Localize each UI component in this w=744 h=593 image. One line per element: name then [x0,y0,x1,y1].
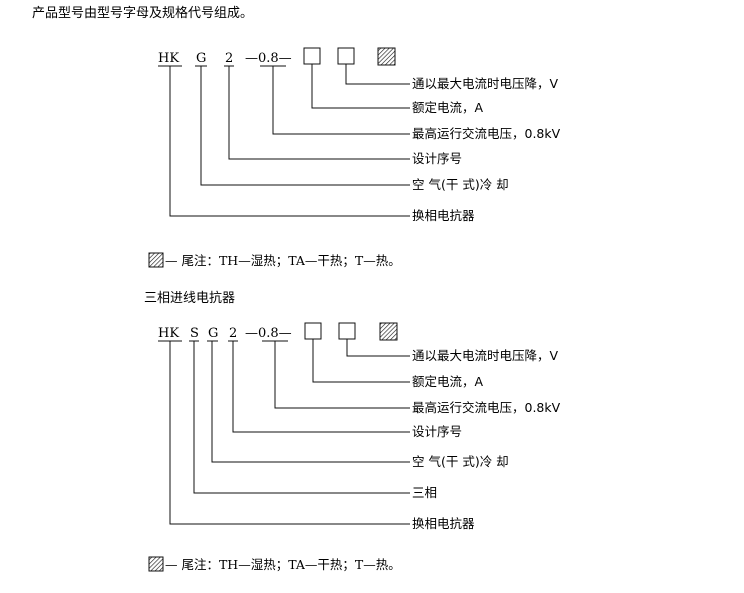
diagram-three-phase-input-reactor: HK S G 2 —0.8— 通以最大电流时电压降，V 额定电流，A 最高运行交… [148,322,561,572]
box-voltage-drop [338,322,356,340]
leader-voltage-drop [346,339,410,357]
intro-text: 产品型号由型号字母及规格代号组成。 [32,5,253,21]
note-suffix: — 尾注：TH—湿热；TA—干热；T—热。 [165,253,401,268]
hatched-suffix-box [379,322,398,341]
code-series: 2 [229,326,237,341]
code-voltage: —0.8— [245,51,292,66]
leader-air-cooling [211,341,410,463]
code-series: 2 [225,51,233,66]
leader-design-number [228,66,410,160]
label-air-cooling: 空 气(干 式)冷 却 [412,177,509,192]
box-voltage-drop [337,47,355,65]
code-voltage: —0.8— [245,326,292,341]
label-max-voltage: 最高运行交流电压，0.8kV [412,400,561,415]
code-g: G [196,51,206,66]
note-hatch-swatch [148,556,164,572]
label-changeover-reactor: 换相电抗器 [412,208,475,223]
label-design-number: 设计序号 [412,151,462,166]
leader-voltage-drop [345,64,410,85]
label-design-number: 设计序号 [412,424,462,439]
leader-max-voltage [274,341,410,409]
note-hatch-swatch [148,252,164,268]
label-rated-current: 额定电流，A [412,374,484,389]
label-changeover-reactor: 换相电抗器 [412,516,475,531]
leader-changeover-reactor [169,341,410,525]
leader-three-phase [193,341,410,494]
note-suffix: — 尾注：TH—湿热；TA—干热；T—热。 [165,557,401,572]
code-hk: HK [158,326,179,341]
leader-rated-current [312,339,410,383]
label-voltage-drop: 通以最大电流时电压降，V [412,76,559,91]
label-rated-current: 额定电流，A [412,100,484,115]
code-s: S [190,326,199,341]
label-air-cooling: 空 气(干 式)冷 却 [412,454,509,469]
leader-changeover-reactor [169,66,410,217]
box-rated-current [304,322,322,340]
label-three-phase: 三相 [412,485,437,500]
diagram-changeover-reactor: HK G 2 —0.8— 通以最大电流时电压降，V 额定电流，A 最高运行交流电… [148,47,561,268]
leader-max-voltage [272,66,410,135]
hatched-suffix-box [377,47,396,66]
leader-rated-current [311,64,410,109]
leader-design-number [232,341,410,433]
code-hk: HK [158,51,179,66]
box-rated-current [303,47,321,65]
section-title-three-phase: 三相进线电抗器 [144,291,235,306]
leader-air-cooling [200,66,410,186]
label-voltage-drop: 通以最大电流时电压降，V [412,348,559,363]
code-g: G [208,326,218,341]
label-max-voltage: 最高运行交流电压，0.8kV [412,126,561,141]
